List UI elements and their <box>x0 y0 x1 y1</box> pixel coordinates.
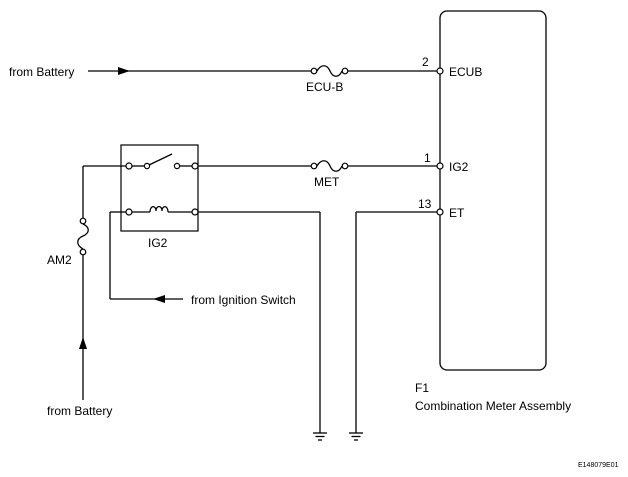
relay-ig2-label: IG2 <box>148 236 168 250</box>
from-ignition-switch-label: from Ignition Switch <box>191 293 296 307</box>
pin-ig2-terminal <box>436 162 444 170</box>
relay-terminal-2 <box>191 162 199 170</box>
arrow-right-icon <box>118 67 130 75</box>
from-battery-top-label: from Battery <box>9 65 74 79</box>
pin-ecub-name: ECUB <box>449 65 482 79</box>
component-name: Combination Meter Assembly <box>415 399 571 413</box>
relay-switch-blade <box>148 153 173 166</box>
pin-et-terminal <box>436 208 444 216</box>
relay-coil <box>149 205 169 213</box>
pin-ecub-terminal <box>436 67 444 75</box>
component-id: F1 <box>415 381 429 395</box>
fuse-am2 <box>77 217 89 256</box>
relay-terminal-4 <box>191 208 199 216</box>
relay-terminal-1 <box>125 162 133 170</box>
combination-meter-box <box>439 10 547 371</box>
fuse-am2-label: AM2 <box>47 253 72 267</box>
fuse-met <box>310 160 349 172</box>
arrow-up-icon <box>79 337 87 349</box>
arrow-left-icon <box>153 295 165 303</box>
ground-icon <box>313 432 327 441</box>
ground-icon <box>349 432 363 441</box>
fuse-ecu-b-label: ECU-B <box>306 80 343 94</box>
figure-code: E148079E01 <box>578 462 619 469</box>
from-battery-bottom-label: from Battery <box>47 404 112 418</box>
pin-et-name: ET <box>449 206 465 220</box>
relay-terminal-3 <box>125 208 133 216</box>
relay-switch-contact-b <box>173 162 181 170</box>
relay-switch-contact-a <box>143 162 151 170</box>
relay-ig2-box <box>120 144 199 232</box>
fuse-met-label: MET <box>314 175 340 189</box>
pin-et-number: 13 <box>418 197 432 211</box>
pin-ecub-number: 2 <box>422 55 429 69</box>
fuse-ecu-b <box>310 65 349 77</box>
pin-ig2-number: 1 <box>424 151 431 165</box>
pin-ig2-name: IG2 <box>449 160 469 174</box>
